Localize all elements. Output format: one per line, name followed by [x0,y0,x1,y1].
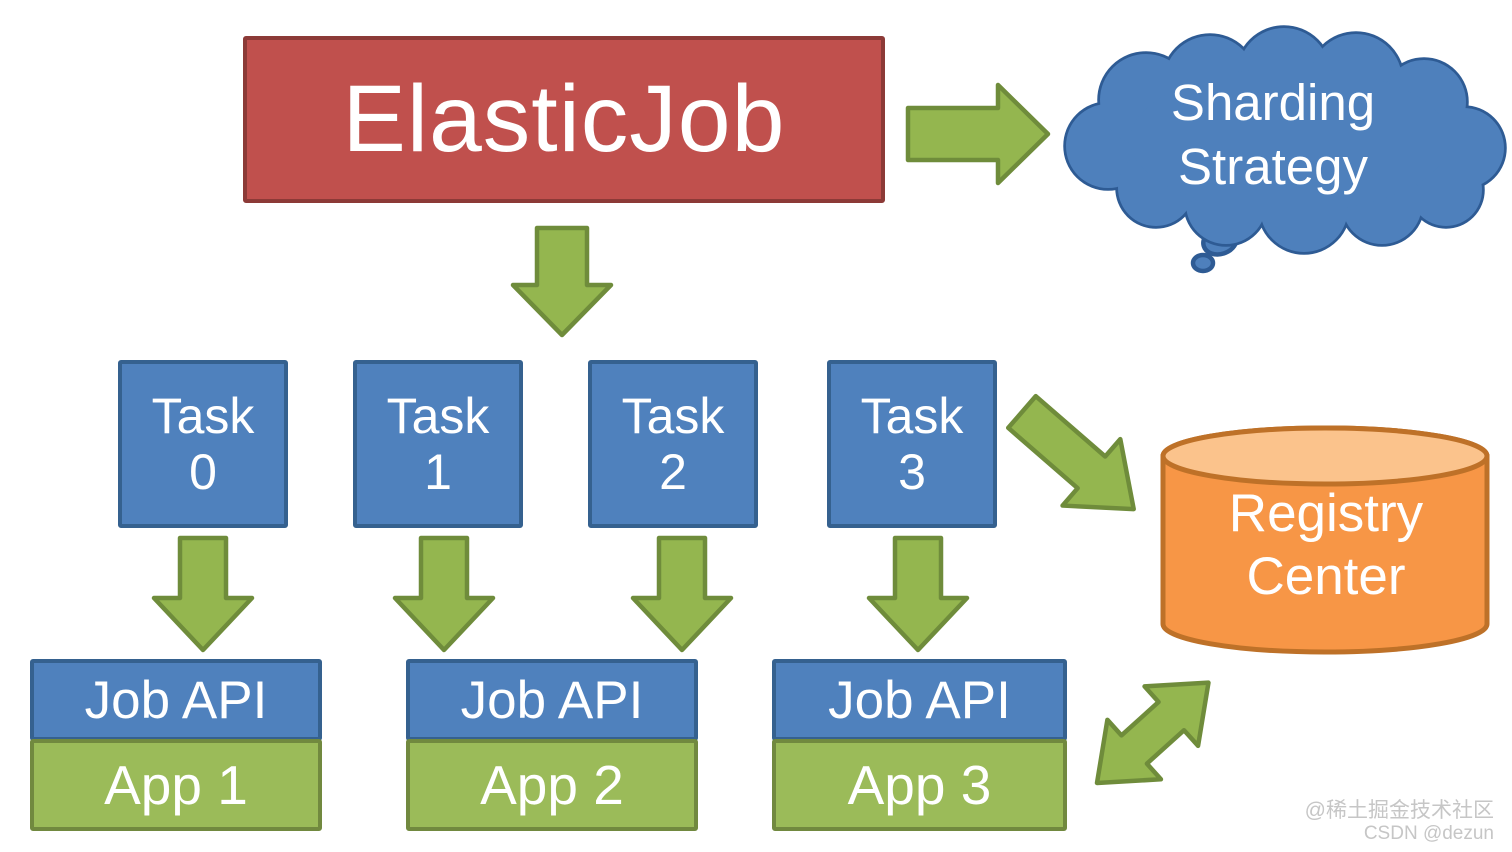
elasticjob-label: ElasticJob [342,66,786,172]
app-3-box: App 3 [772,739,1067,831]
registry-line2: Center [1246,546,1406,606]
sharding-strategy-label: Sharding Strategy [1171,71,1375,199]
watermark-csdn: CSDN @dezun [1363,823,1494,845]
task-1-label: Task 1 [387,388,490,500]
task-0-number: 0 [189,444,217,500]
task-2-number: 2 [659,444,687,500]
watermark: @稀土掘金技术社区 CSDN @dezun [1305,798,1494,846]
watermark-community: @稀土掘金技术社区 [1304,799,1494,823]
sharding-line2: Strategy [1178,138,1368,195]
task-0-label: Task 0 [152,388,255,500]
task1-to-app2-arrow [392,535,496,653]
task-3-label: Task 3 [861,388,964,500]
task-2-label: Task 2 [622,388,725,500]
app-1-jobapi-label: Job API [84,670,268,730]
sharding-strategy-callout: Sharding Strategy [1098,55,1448,215]
app-1-box: App 1 [30,739,322,831]
app-3-jobapi-box: Job API [772,659,1067,741]
task-0-box: Task 0 [118,360,288,528]
task-3-box: Task 3 [827,360,997,528]
task-1-word: Task [386,388,490,444]
task-3-number: 3 [898,444,926,500]
app3-registry-bidirectional-arrow [1094,680,1211,786]
app-2-jobapi-label: Job API [460,670,644,730]
task-1-box: Task 1 [353,360,523,528]
task3-to-registry-arrow [1005,393,1136,512]
registry-center-label: Registry Center [1229,483,1423,608]
app-2-label: App 2 [480,754,624,816]
registry-line1: Registry [1228,483,1424,543]
task2-to-app2-arrow [630,535,734,653]
app-2-jobapi-box: Job API [406,659,698,741]
task-2-word: Task [621,388,725,444]
registry-center-label-wrap: Registry Center [1170,478,1482,613]
elasticjob-box: ElasticJob [243,36,885,203]
cloud-tail-bubble-small [1190,252,1216,274]
app-2-stack: Job API App 2 [406,659,698,831]
app-1-label: App 1 [104,754,248,816]
app-1-jobapi-box: Job API [30,659,322,741]
elasticjob-to-tasks-arrow [510,225,614,338]
task3-to-app3-arrow [866,535,970,653]
task-0-word: Task [151,388,255,444]
app-3-stack: Job API App 3 [772,659,1067,831]
task0-to-app1-arrow [151,535,255,653]
task-1-number: 1 [424,444,452,500]
elasticjob-to-sharding-arrow [905,82,1051,186]
task-3-word: Task [860,388,964,444]
sharding-line1: Sharding [1170,74,1376,132]
sharding-cloud-fill [1066,28,1504,252]
app-1-stack: Job API App 1 [30,659,322,831]
app-3-jobapi-label: Job API [828,670,1011,730]
app-3-label: App 3 [847,754,992,816]
task-2-box: Task 2 [588,360,758,528]
app-2-box: App 2 [406,739,698,831]
registry-cylinder-top [1160,425,1490,487]
